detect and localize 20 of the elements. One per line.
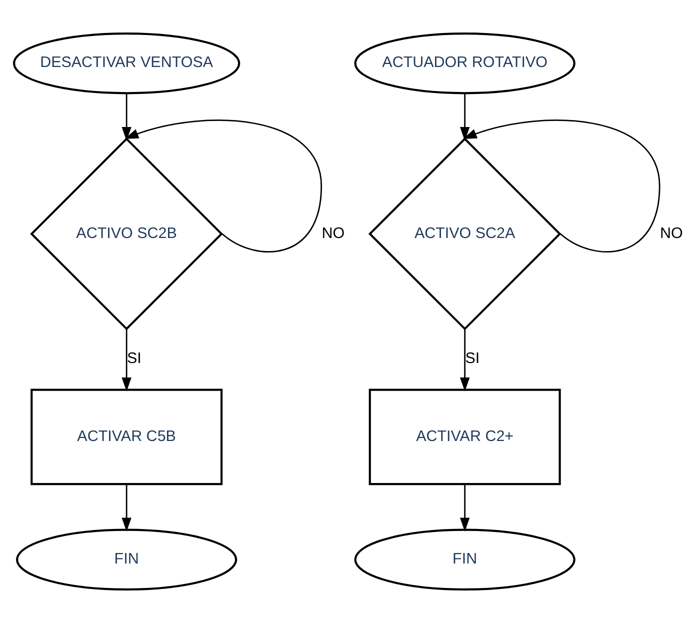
edge-label: NO [660,224,683,242]
node-ellipse: ACTUADOR ROTATIVO [354,32,576,94]
edge-label: NO [322,224,345,242]
arrow [122,328,132,392]
arrow [460,484,470,532]
node-diamond: ACTIVO SC2A [368,137,562,330]
arrow [460,328,470,392]
arrow [124,120,322,252]
edge-label: SI [126,350,142,368]
arrow [122,93,132,141]
node-box: ACTIVAR C2+ [368,388,561,486]
node-ellipse: FIN [354,528,576,590]
node-ellipse: DESACTIVAR VENTOSA [13,32,240,94]
arrow [122,484,132,532]
node-ellipse: FIN [16,528,238,590]
arrow [462,120,660,252]
arrow [460,93,470,141]
node-diamond: ACTIVO SC2B [30,137,223,330]
edge-label: SI [465,350,480,368]
node-box: ACTIVAR C5B [30,388,223,486]
